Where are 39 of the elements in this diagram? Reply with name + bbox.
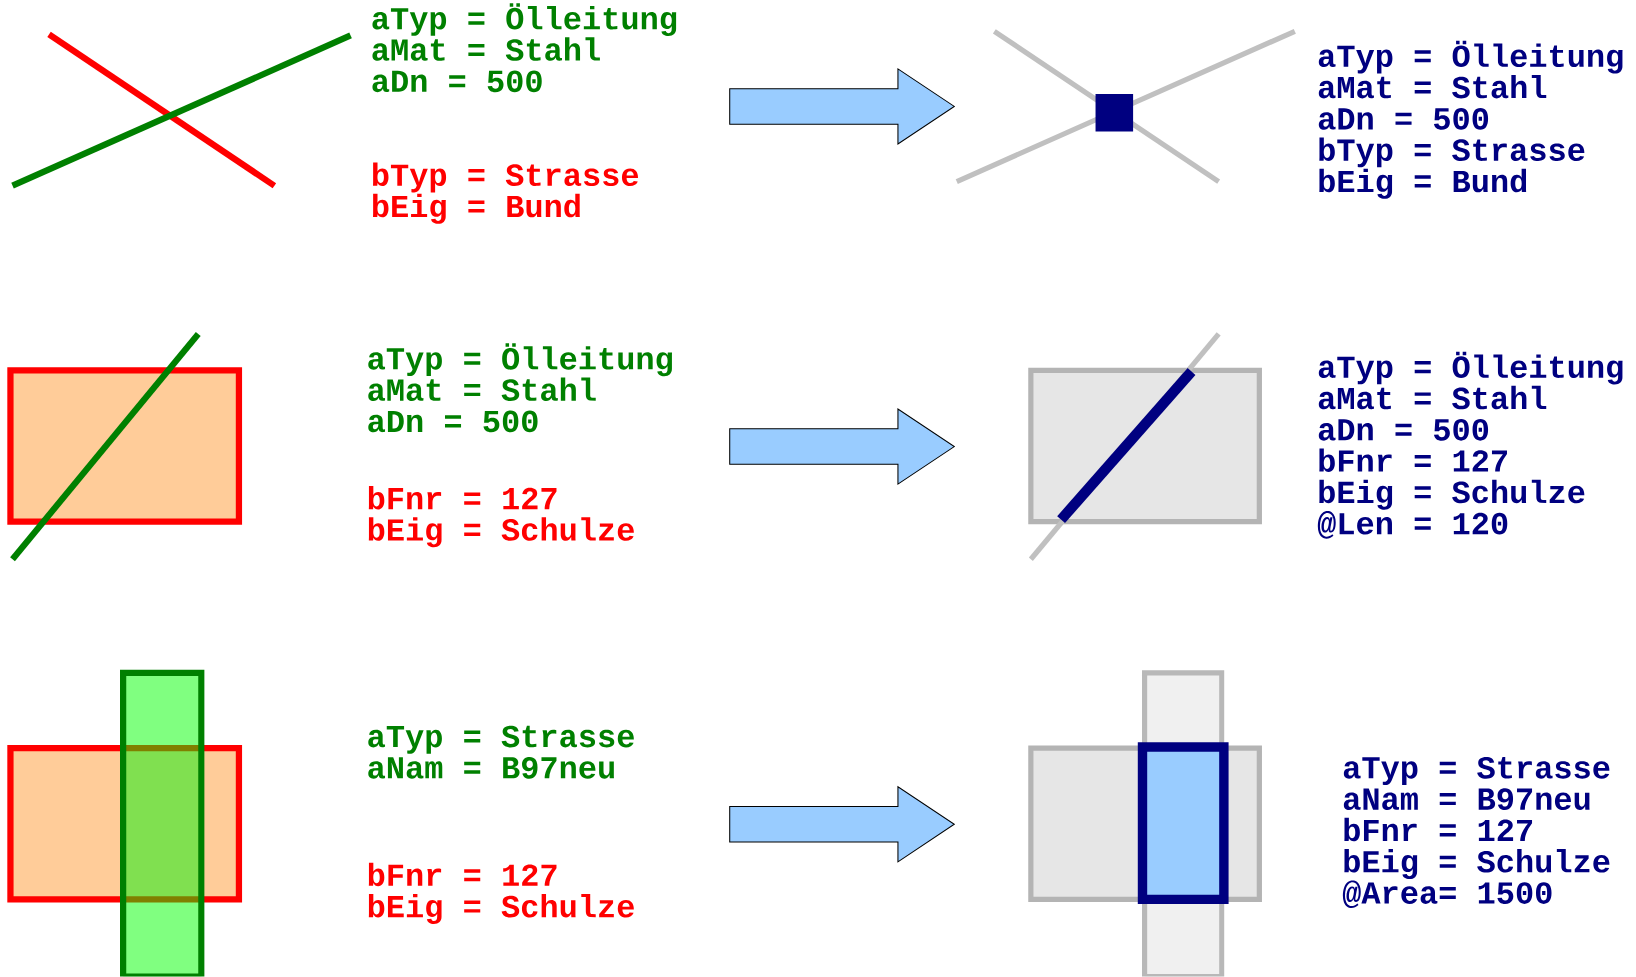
attribute-text: aTyp = Strasse [1343, 757, 1610, 786]
attribute-text: bFnr = 127 [368, 486, 557, 510]
geometry-drawing [955, 29, 1296, 185]
attribute-text: bEig = Schulze [1319, 479, 1585, 510]
attribute-text: @Area= 1500 [1342, 880, 1552, 909]
polygon-drawing [7, 332, 243, 562]
attribute-text: bFnr = 127 [1319, 448, 1507, 473]
attribute-text: aMat = Stahl [1318, 386, 1547, 410]
block-arrow [729, 68, 956, 146]
attribute-text: bEig = Schulze [1344, 849, 1610, 880]
attribute-text: aTyp = Ölleitung [1318, 351, 1623, 385]
attribute-text: aTyp = Strasse [368, 725, 634, 754]
attribute-text: aTyp = Ölleitung [1318, 41, 1623, 74]
attribute-text: aTyp = Ölleitung [368, 343, 672, 377]
attribute-text: aNam = B97neu [1343, 788, 1590, 811]
attribute-text: aMat = Stahl [368, 377, 596, 402]
geometry-drawing [1028, 670, 1262, 977]
geometry-drawing [1028, 332, 1262, 562]
attribute-text: bTyp = Strasse [1319, 137, 1585, 168]
geometry-drawing [7, 670, 243, 977]
attribute-text: aDn = 500 [368, 410, 538, 433]
attribute-text: bTyp = Strasse [373, 162, 638, 193]
attribute-text: bFnr = 127 [368, 862, 557, 887]
attribute-text: @Len = 120 [1317, 511, 1508, 539]
attribute-text: aTyp = Ölleitung [372, 3, 677, 37]
attribute-text: aNam = B97neu [368, 757, 614, 779]
geometry-drawing [11, 32, 352, 189]
attribute-text: aDn = 500 [1318, 108, 1489, 130]
attribute-text: bEig = Bund [1319, 169, 1527, 199]
attribute-text: bFnr = 127 [1344, 818, 1533, 842]
attribute-text: bEig = Schulze [368, 517, 634, 548]
attribute-text: aMat = Stahl [372, 37, 600, 62]
attribute-text: bEig = Bund [373, 194, 580, 224]
attribute-text: aDn = 500 [372, 70, 542, 93]
attribute-text: aDn = 500 [1318, 419, 1489, 441]
attribute-text: aMat = Stahl [1318, 75, 1547, 99]
block-arrow [729, 408, 956, 486]
attribute-text: bEig = Schulze [368, 894, 634, 925]
block-arrow [729, 785, 956, 863]
